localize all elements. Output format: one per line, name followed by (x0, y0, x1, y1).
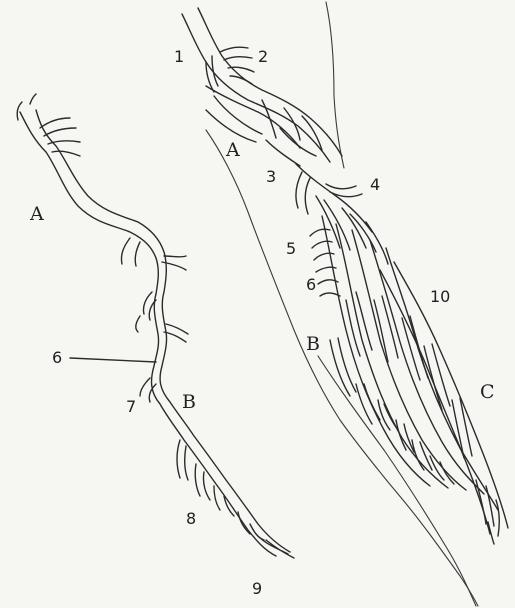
left-figure (17, 94, 294, 558)
right-label-c: C (480, 381, 495, 403)
right-strand-3 (352, 230, 466, 490)
right-outline-right (326, 2, 344, 168)
left-trunk-outer (20, 112, 276, 556)
right-figure (182, 2, 508, 606)
left-label-7: 7 (126, 397, 136, 416)
right-label-a: A (225, 139, 240, 161)
left-trunk-inner (36, 110, 290, 552)
left-labels: A B 6 7 8 9 (29, 203, 262, 598)
right-upper-trunk-c (206, 86, 300, 148)
right-upper-trunk-b (198, 8, 342, 156)
right-label-b: B (306, 333, 320, 355)
right-label-3: 3 (266, 167, 276, 186)
left-label-8: 8 (186, 509, 196, 528)
right-top-fan (206, 47, 254, 92)
right-outline-left (206, 130, 478, 606)
right-label-4: 4 (370, 175, 380, 194)
right-label-6: 6 (306, 275, 316, 294)
right-label-10: 10 (430, 287, 450, 306)
right-strand-outer-c2 (380, 270, 490, 534)
right-outline-bottom-right (318, 356, 476, 606)
left-label-9: 9 (252, 579, 262, 598)
right-label-5: 5 (286, 239, 296, 258)
left-label-6: 6 (52, 348, 62, 367)
left-label-6-leader (70, 358, 156, 362)
left-label-b: B (182, 391, 196, 413)
left-label-a: A (29, 203, 44, 225)
right-label-1: 1 (174, 47, 184, 66)
right-label-2: 2 (258, 47, 268, 66)
right-upper-trunk-a (182, 14, 330, 162)
